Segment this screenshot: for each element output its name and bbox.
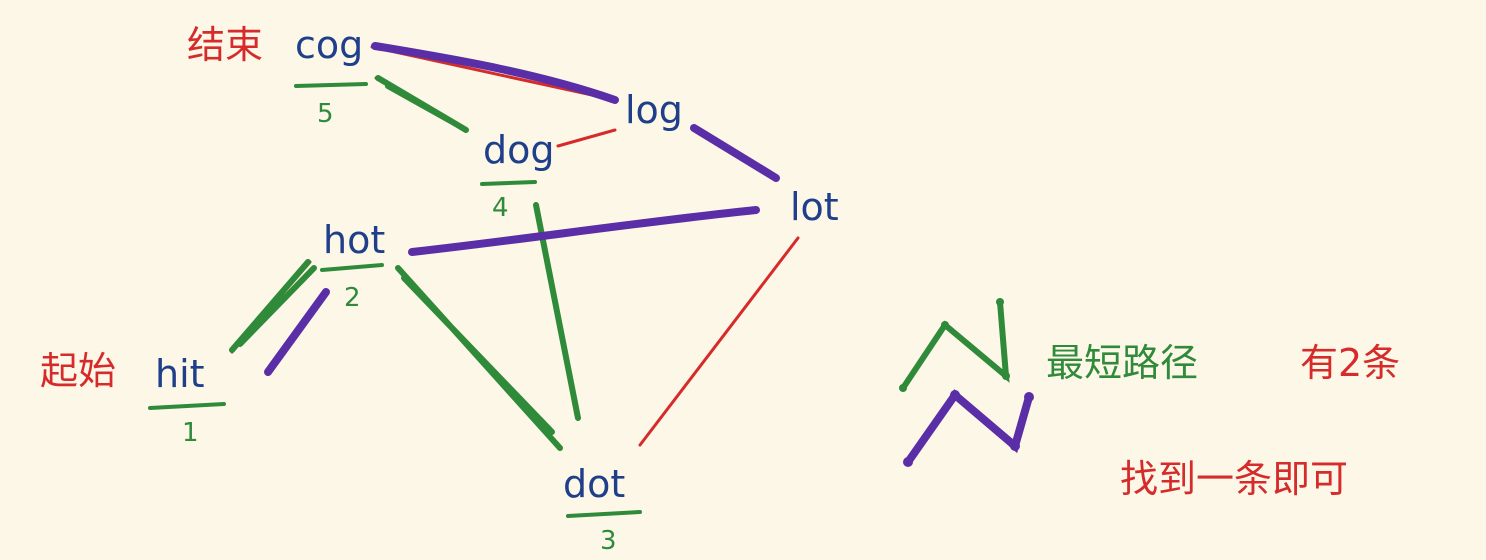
green-dot-dog <box>533 202 581 421</box>
node-level: 1 <box>182 418 199 448</box>
node-level: 4 <box>492 193 509 223</box>
legend-purple-dot <box>903 457 913 467</box>
purple-lot-log <box>690 124 780 182</box>
find-one-label: 找到一条即可 <box>1120 457 1348 501</box>
legend-green-zigzag-icon <box>900 299 1010 391</box>
node-level: 3 <box>600 526 617 556</box>
node-dog: dog 4 <box>480 128 555 223</box>
node-word: dog <box>483 128 555 172</box>
shortest-path-green <box>229 75 581 451</box>
node-log: log <box>625 88 683 132</box>
edge-lot-dot <box>638 236 800 447</box>
level-underline <box>566 510 642 518</box>
level-underline <box>480 180 537 186</box>
node-word: lot <box>790 185 839 229</box>
legend-green-dot <box>899 384 907 392</box>
node-cog: cog 5 <box>294 23 368 129</box>
legend-purple-dot <box>950 390 960 400</box>
node-word: log <box>625 88 683 132</box>
node-lot: lot <box>790 185 839 229</box>
node-word: dot <box>563 462 625 506</box>
node-level: 5 <box>317 99 334 129</box>
node-word: hot <box>323 218 385 262</box>
level-underline <box>148 402 226 410</box>
green-hot-dot <box>395 265 563 451</box>
legend: 最短路径 有2条 找到一条即可 <box>899 298 1400 501</box>
node-hot: hot 2 <box>320 218 385 313</box>
edge-dog-log <box>556 128 617 148</box>
level-underline <box>320 263 384 272</box>
level-underline <box>294 82 368 88</box>
purple-log-cog <box>371 42 619 104</box>
shortest-paths-label: 最短路径 <box>1046 341 1198 385</box>
node-word: hit <box>155 352 205 396</box>
green-dog-cog <box>375 75 469 133</box>
legend-purple-zigzag-icon <box>904 389 1033 466</box>
end-label: 结束 <box>187 23 263 67</box>
node-hit: hit 1 <box>148 352 226 448</box>
purple-hot-lot <box>408 206 760 256</box>
legend-green-dot <box>1002 372 1010 380</box>
path-count-label: 有2条 <box>1300 341 1400 385</box>
legend-green-dot <box>996 298 1004 306</box>
legend-purple-dot <box>1024 392 1034 402</box>
green-hit-hot <box>229 259 317 353</box>
purple-hit-hot <box>264 288 330 376</box>
start-label: 起始 <box>40 349 116 393</box>
legend-purple-dot <box>1010 441 1020 451</box>
node-level: 2 <box>344 283 361 313</box>
legend-green-dot <box>941 321 949 329</box>
node-dot: dot 3 <box>563 462 642 556</box>
shortest-path-purple <box>264 42 780 376</box>
node-word: cog <box>295 23 363 67</box>
